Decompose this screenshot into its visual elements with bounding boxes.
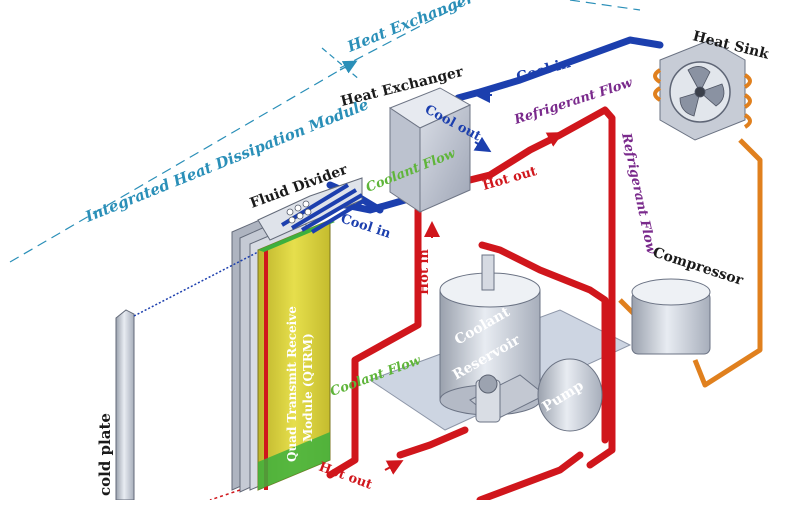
compressor [631,278,711,355]
arrow-icon [384,87,564,475]
heat-exchanger [388,87,472,213]
label-cold-plate: cold plate [96,413,114,496]
label-qtrm-2: Module (QTRM) [301,333,315,442]
cold-plate-link-bottom [209,489,241,501]
qtrm-module [231,211,335,493]
heat-sink [653,39,752,141]
label-cool-in-left: Cool in [339,212,393,242]
label-refrigerant-flow-side: Refrigerant Flow [618,131,659,256]
dimension-lines [9,0,641,263]
label-qtrm-1: Quad Transmit Receive [285,306,299,462]
cold-plate [115,309,135,501]
fan-icon [679,66,725,117]
label-refrigerant-flow-top: Refrigerant Flow [512,75,635,128]
fluid-divider [257,177,367,241]
cold-plate-link [133,251,259,317]
pump [469,358,603,432]
label-heat-exchanger-top: Heat Exchanger [344,0,477,56]
label-cool-in-top: Cool in [515,55,573,86]
label-hot-in: Hot in [417,249,432,295]
label-hot-out-top: Hot out [481,164,539,194]
